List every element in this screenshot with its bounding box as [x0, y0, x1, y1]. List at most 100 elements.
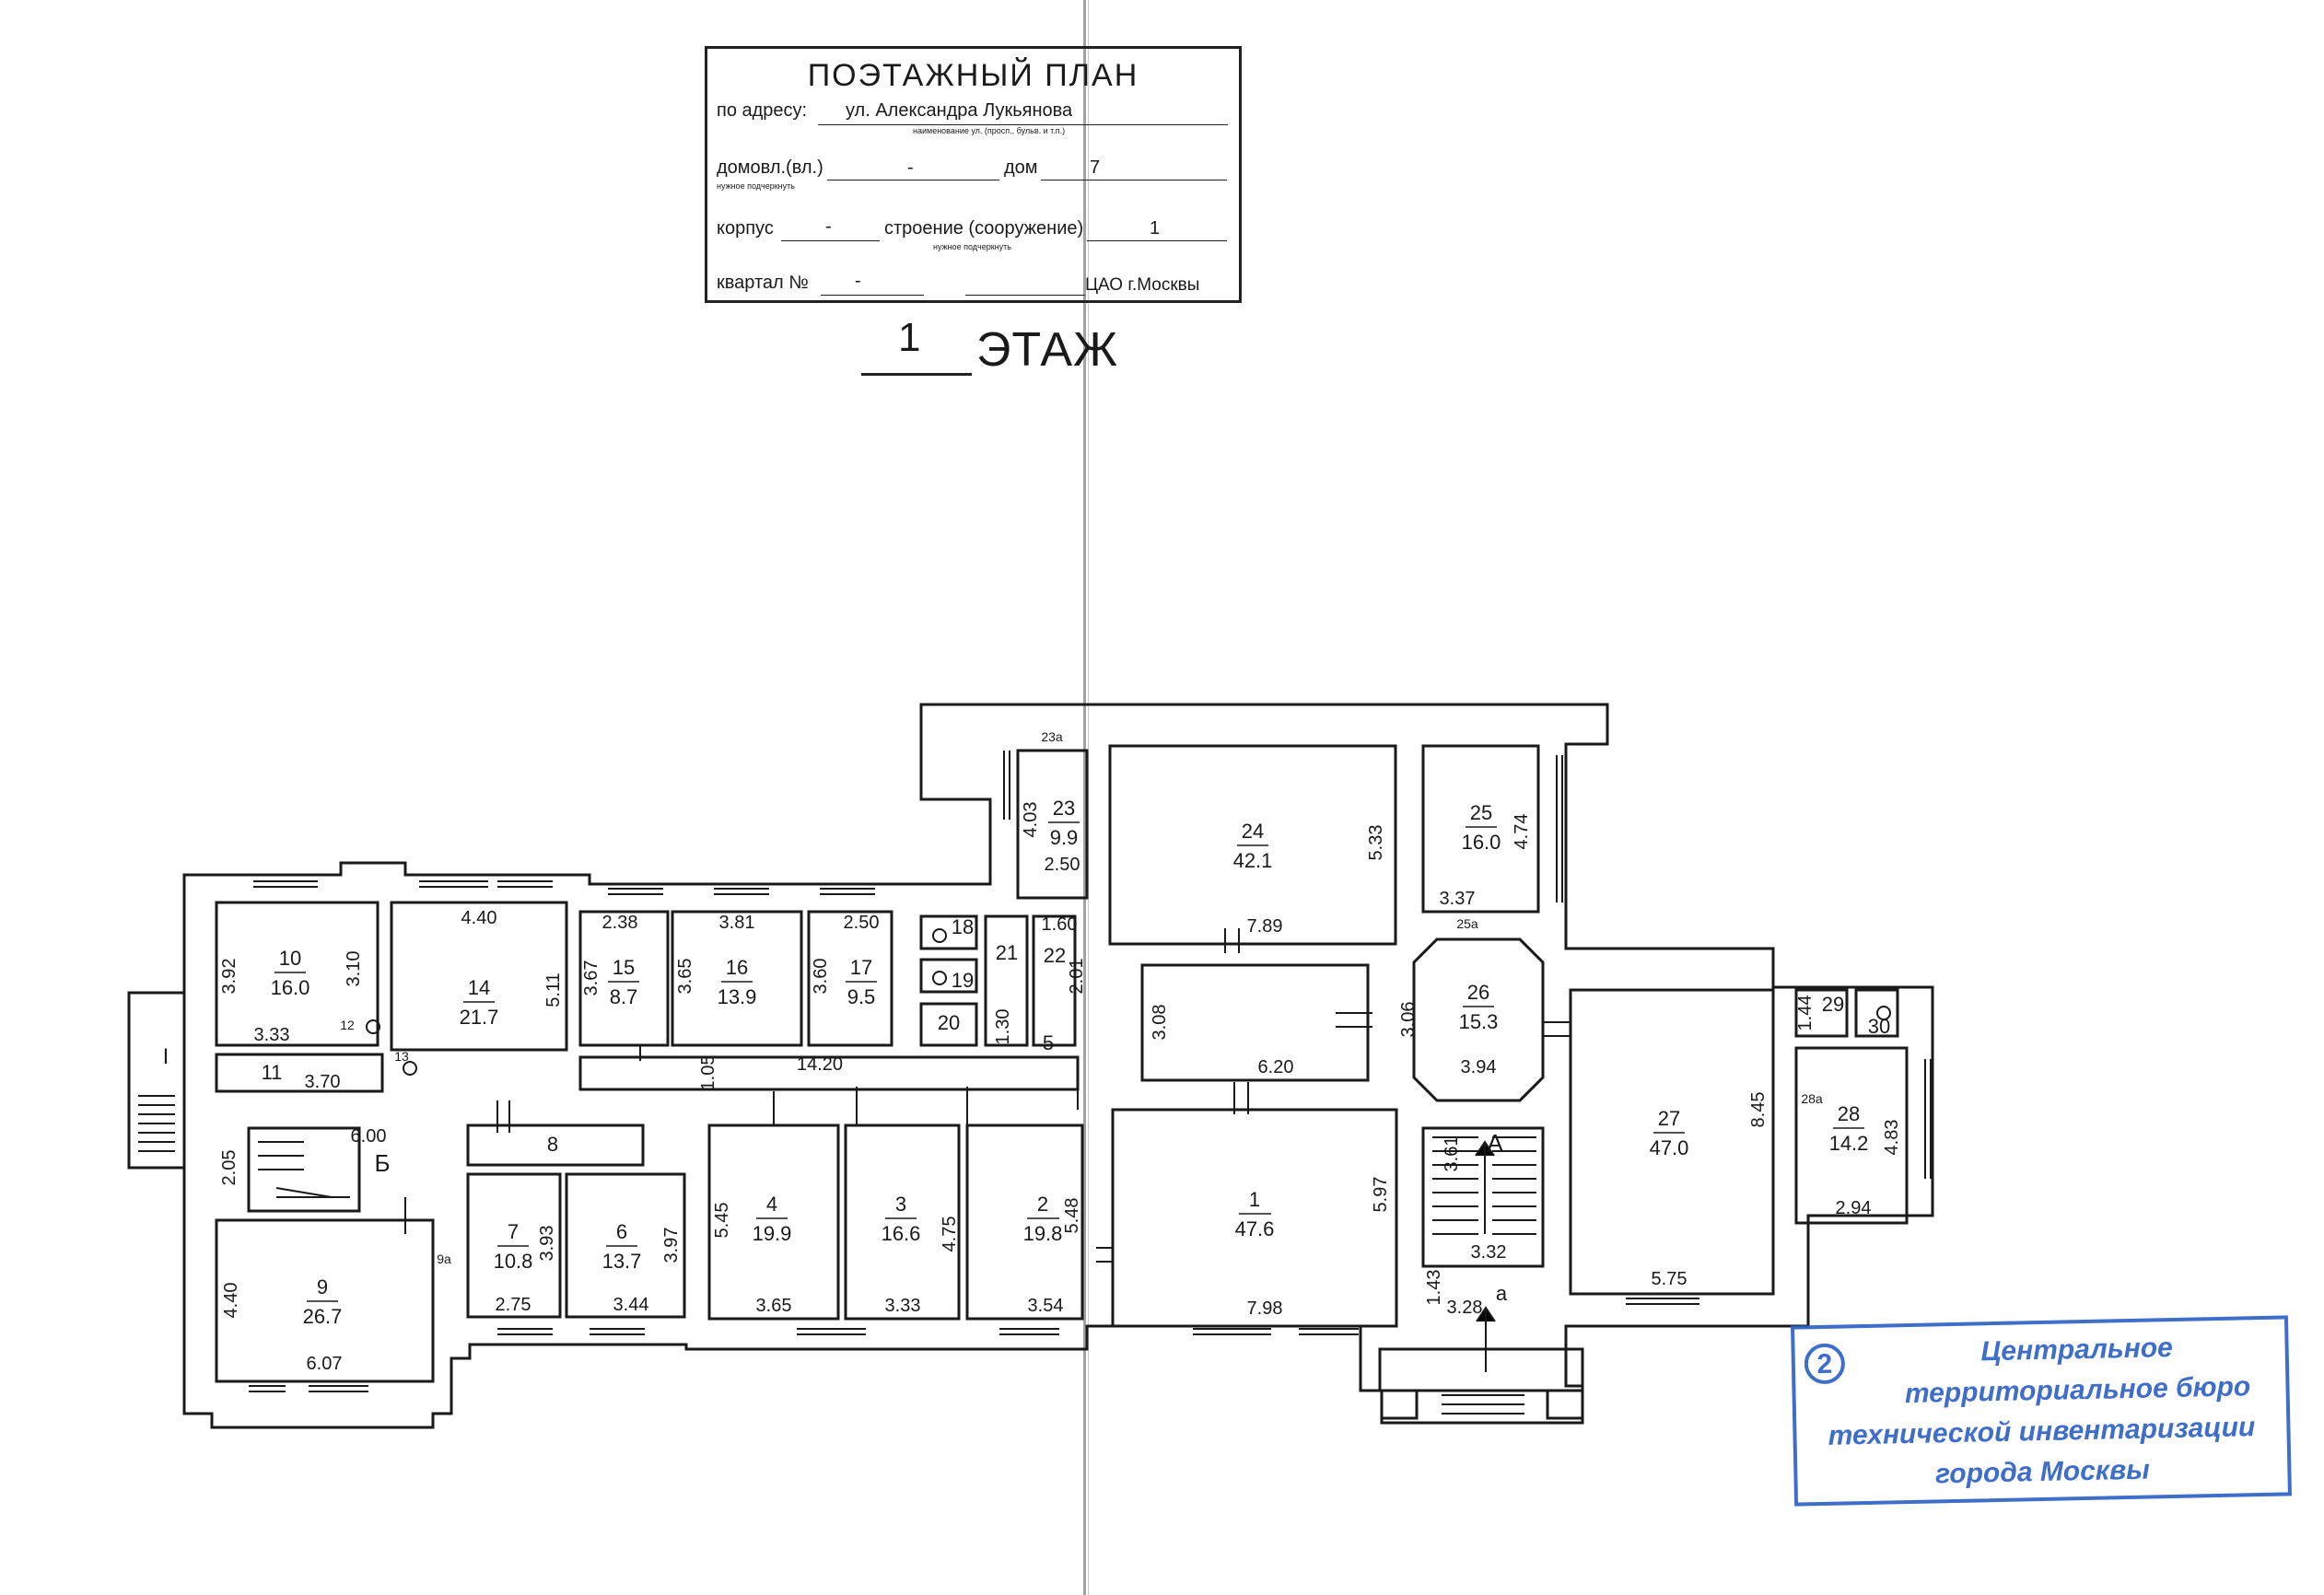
room-10-wall — [215, 901, 380, 1047]
dim-7.89: 7.89 — [1247, 916, 1283, 937]
label-29: 29 — [1822, 993, 1844, 1016]
room-9-area: 26.7 — [303, 1305, 343, 1328]
door-marks — [404, 928, 1571, 1263]
room-2-label: 219.8 — [1023, 1193, 1063, 1245]
title-block: ПОЭТАЖНЫЙ ПЛАН по адресу: ул. Александра… — [705, 46, 1242, 303]
room-18-wall — [919, 914, 978, 950]
room-2-wall — [965, 1123, 1084, 1321]
room-26-wall — [1412, 937, 1545, 1102]
porch-steps — [1442, 1394, 1524, 1415]
room-16-area: 13.9 — [718, 985, 757, 1008]
porch-step-right — [1546, 1389, 1584, 1420]
room-25-number: 25 — [1470, 801, 1492, 824]
stairs — [138, 1095, 1536, 1415]
dim-3.37: 3.37 — [1440, 889, 1476, 909]
room-23-area: 9.9 — [1050, 826, 1079, 849]
dim-5.75: 5.75 — [1652, 1269, 1688, 1289]
floor-title: ЭТАЖ — [976, 323, 1119, 377]
dim-5.33: 5.33 — [1366, 825, 1386, 861]
room-27-wall — [1569, 988, 1775, 1296]
room-1-number: 1 — [1249, 1188, 1260, 1211]
room-27-area: 47.0 — [1650, 1136, 1689, 1159]
room-29-wall — [1794, 988, 1849, 1038]
dim-3.65: 3.65 — [675, 959, 695, 995]
stair-b-steps — [258, 1141, 350, 1198]
address-hint: наименование ул. (просп., бульв. и т.п.) — [913, 126, 1066, 135]
dim-1.60: 1.60 — [1042, 914, 1078, 935]
room-10-label: 10 16.0 — [271, 947, 310, 999]
stair-I-steps — [138, 1095, 175, 1152]
room-25-area: 16.0 — [1462, 831, 1501, 854]
room-2-number: 2 — [1037, 1193, 1048, 1216]
dim-4.83: 4.83 — [1882, 1120, 1902, 1156]
dimension-labels: 3.92 3.10 3.33 4.40 5.11 3.70 2.05 6.00 … — [219, 802, 1902, 1374]
stamp-line-1: Центральное — [1980, 1332, 2174, 1368]
corpus-value: - — [825, 216, 832, 237]
stair-a-steps — [1432, 1136, 1536, 1235]
dim-4.75: 4.75 — [940, 1217, 960, 1252]
dim-2.05: 2.05 — [219, 1150, 239, 1186]
corridor-14-20-wall — [578, 1055, 1080, 1091]
label-20: 20 — [938, 1011, 960, 1034]
room-10-number: 10 — [279, 947, 301, 970]
dim-3.92: 3.92 — [219, 959, 239, 995]
dim-4.40: 4.40 — [461, 908, 497, 928]
label-12: 12 — [340, 1018, 355, 1032]
district-underline — [965, 295, 1085, 296]
room-7-area: 10.8 — [494, 1250, 533, 1273]
room-23-number: 23 — [1053, 797, 1075, 820]
room-6-area: 13.7 — [602, 1250, 642, 1273]
room-15-number: 15 — [613, 956, 635, 979]
room-20-wall — [919, 1002, 978, 1047]
quarter-underline — [821, 295, 924, 296]
dim-3.28: 3.28 — [1447, 1298, 1483, 1318]
dim-4.40-b: 4.40 — [221, 1283, 241, 1319]
household-hint: нужное подчеркнуть — [717, 181, 795, 191]
room-3-number: 3 — [895, 1193, 906, 1216]
title-heading: ПОЭТАЖНЫЙ ПЛАН — [807, 58, 1139, 93]
dim-1.30: 1.30 — [993, 1009, 1013, 1045]
door-ticks — [404, 928, 1571, 1263]
room-25-label: 25 16.0 — [1462, 801, 1501, 854]
label-18: 18 — [952, 915, 974, 938]
room-14-wall — [390, 901, 568, 1052]
label-28a: 28а — [1801, 1091, 1823, 1106]
quarter-label: квартал № — [717, 273, 809, 293]
dim-2.01: 2.01 — [1067, 959, 1087, 995]
dim-3.33-b: 3.33 — [885, 1296, 921, 1316]
label-21: 21 — [996, 941, 1018, 964]
dim-3.60: 3.60 — [811, 959, 831, 995]
label-5: 5 — [1043, 1031, 1054, 1054]
dim-3.44: 3.44 — [613, 1295, 649, 1315]
dim-3.61: 3.61 — [1442, 1136, 1462, 1172]
dim-1.43: 1.43 — [1424, 1270, 1444, 1306]
dim-2.94: 2.94 — [1836, 1198, 1872, 1218]
corridor-wall — [1140, 963, 1370, 1082]
dim-3.97: 3.97 — [661, 1228, 682, 1263]
label-13: 13 — [394, 1049, 409, 1064]
room-24-wall — [1108, 744, 1397, 946]
dim-2.50: 2.50 — [844, 913, 880, 933]
porch-wall — [1378, 1347, 1584, 1392]
dim-6.20: 6.20 — [1258, 1057, 1294, 1077]
address-value: ул. Александра Лукьянова — [846, 100, 1073, 121]
porch-step-left — [1380, 1389, 1419, 1420]
room-8-wall — [466, 1123, 645, 1167]
toilet-19 — [932, 971, 947, 985]
stamp-line-2: территориальное бюро — [1904, 1371, 2251, 1410]
room-17-label: 179.5 — [846, 956, 877, 1008]
stamp-line-3: технической инвентаризации — [1828, 1412, 2256, 1451]
quarter-value: - — [855, 271, 861, 291]
dim-3.54: 3.54 — [1028, 1296, 1064, 1316]
room-10-area: 16.0 — [271, 976, 310, 999]
room-9-label: 926.7 — [303, 1275, 343, 1328]
floor-number-underline — [861, 373, 972, 376]
corpus-label: корпус — [717, 218, 774, 239]
room-24-area: 42.1 — [1233, 849, 1273, 872]
room-7-wall — [466, 1172, 562, 1319]
toilet-13 — [403, 1061, 417, 1076]
label-a: а — [1496, 1282, 1508, 1305]
